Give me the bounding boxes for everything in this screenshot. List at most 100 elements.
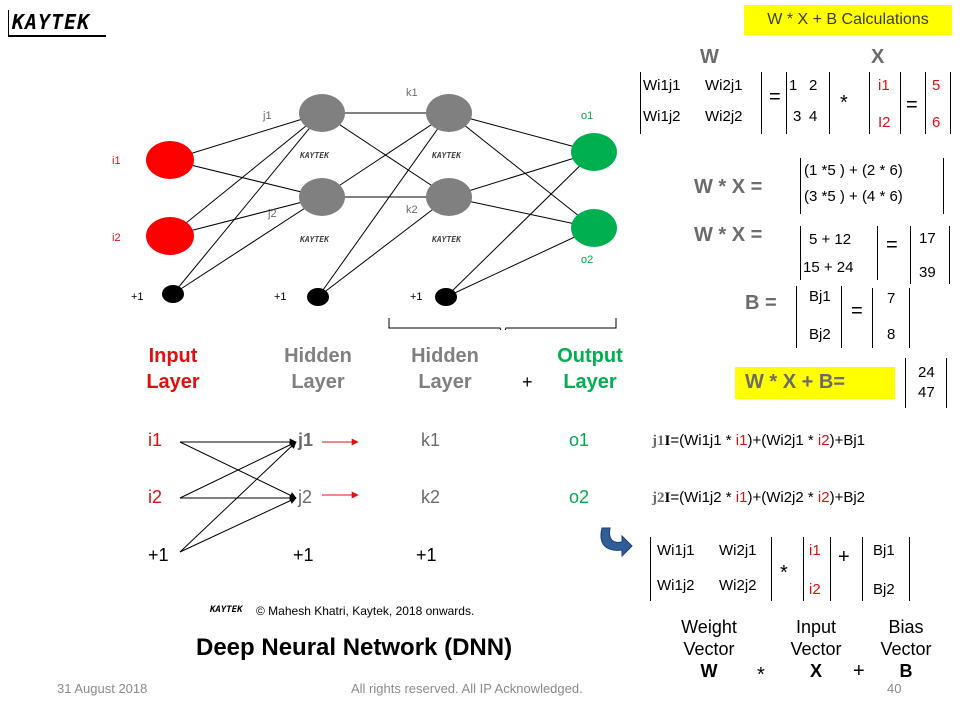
wx-expand-row1: (1 *5 ) + (2 * 6) (804, 162, 903, 179)
node-bias-input (162, 285, 184, 303)
w-val-c: 3 (793, 108, 802, 125)
node-bias-hidden2 (435, 288, 457, 306)
bx-a: i1 (809, 542, 821, 559)
j2-eq-i1: i1 (735, 489, 748, 506)
output-layer-label: Output Layer (540, 343, 640, 395)
weight-line3: W (700, 661, 718, 681)
seq-i1: i1 (148, 430, 163, 450)
page-title: Deep Neural Network (DNN) (196, 634, 513, 661)
j1-eq-i2: i2 (817, 432, 830, 449)
seq-i2: i2 (148, 487, 163, 507)
w-val-a: 1 (789, 77, 798, 94)
footer-rights: All rights reserved. All IP Acknowledged… (351, 681, 583, 696)
wx-sum-row1: 5 + 12 (809, 231, 852, 248)
bias-line1: Bias (888, 617, 924, 637)
input-layer-line1: Input (148, 345, 198, 367)
j1-eq-i1: i1 (735, 432, 748, 449)
j1-eq-i: I (664, 433, 671, 449)
j2-eq-i: I (664, 490, 671, 506)
badge-text: W * X + B Calculations (767, 11, 929, 28)
w-cell-b: Wi2j1 (705, 77, 743, 94)
network-nodes (146, 94, 617, 306)
b-label: B = (745, 292, 777, 314)
j2-eq-part2: )+(Wi2j2 * (747, 489, 818, 506)
j1-eq-prefix: j1 (652, 433, 665, 449)
b-res2: 8 (887, 326, 896, 343)
input-layer-line2: Layer (146, 371, 200, 393)
seq-bias-hidden1: +1 (293, 545, 314, 565)
network-edges (169, 112, 617, 330)
seq-bias-hidden2: +1 (416, 545, 437, 565)
w-val-d: 4 (809, 108, 818, 125)
bias-line3: B (899, 661, 913, 681)
label-i1: i1 (112, 155, 121, 167)
small-logo: KAYTEK (300, 151, 329, 160)
input-line3: X (809, 661, 822, 681)
hidden2-line2: Layer (418, 371, 472, 393)
w-cell-c: Wi1j2 (643, 108, 681, 125)
equals-sign: = (886, 234, 898, 256)
x-val-b: 6 (932, 114, 941, 131)
equals-sign: = (906, 94, 918, 116)
copyright-logo: KAYTEK (210, 605, 243, 615)
seq-j1: j1 (298, 430, 314, 450)
x-val-a: 5 (932, 77, 941, 94)
logo-text: KAYTEK (12, 10, 91, 34)
node-j1 (299, 94, 345, 132)
seq-o2: o2 (569, 487, 590, 507)
w-cell-d: Wi2j2 (705, 108, 743, 125)
sequence-connections (179, 438, 359, 553)
weight-vector-label: Weight Vector W (664, 616, 754, 682)
node-j2 (299, 178, 345, 216)
label-bias-hidden2: +1 (410, 291, 423, 303)
final-res2: 47 (918, 384, 935, 401)
multiply-sign: * (757, 664, 765, 686)
seq-k2: k2 (421, 487, 441, 507)
bottom-b-matrix: Bj1 Bj2 (862, 537, 910, 601)
label-k1: k1 (406, 87, 418, 99)
x-cell-b: I2 (878, 114, 891, 131)
bw-c: Wi1j2 (657, 577, 695, 594)
w-header: W (700, 46, 719, 68)
b-values-matrix: 7 8 (872, 288, 910, 348)
j1-eq-part2: )+(Wi2j1 * (747, 432, 818, 449)
seq-k1: k1 (421, 430, 441, 450)
plus-sign: + (838, 546, 850, 568)
seq-o1: o1 (569, 430, 590, 450)
x-values-matrix: 5 6 (925, 72, 951, 134)
wx-expand-row2: (3 *5 ) + (4 * 6) (804, 188, 903, 205)
label-j2: j2 (268, 208, 277, 220)
small-logo: KAYTEK (300, 235, 329, 244)
input-layer-label: Input Layer (123, 343, 223, 395)
input-line2: Vector (790, 639, 842, 659)
j1-eq-part3: )+Bj1 (829, 432, 866, 449)
logo-underline (7, 10, 106, 37)
equals-sign: = (769, 86, 781, 108)
kaytek-logo: KAYTEK (7, 8, 108, 38)
b-row2: Bj2 (809, 326, 831, 343)
layer-plus-sign: + (522, 372, 533, 392)
hidden1-layer-label: Hidden Layer (268, 343, 368, 395)
output-line1: Output (557, 345, 623, 367)
wx-sum-row2: 15 + 24 (803, 259, 854, 276)
input-vector-label: Input Vector X (776, 616, 856, 682)
bottom-x-matrix: i1 i2 (803, 537, 831, 601)
label-o1: o1 (581, 110, 594, 122)
node-bias-hidden1 (307, 288, 329, 306)
wx-expand-matrix: (1 *5 ) + (2 * 6) (3 *5 ) + (4 * 6) (800, 158, 944, 214)
wx-res2: 39 (919, 264, 936, 281)
bw-a: Wi1j1 (657, 542, 695, 559)
small-logo: KAYTEK (432, 235, 461, 244)
hidden1-line1: Hidden (284, 345, 352, 367)
node-k2 (426, 178, 472, 216)
wx-res1: 17 (919, 230, 936, 247)
seq-j2: j2 (298, 487, 313, 507)
equals-sign: = (851, 300, 863, 322)
j2-eq-i2: i2 (817, 489, 830, 506)
bw-d: Wi2j2 (719, 577, 757, 594)
node-o2 (571, 209, 617, 247)
bb-b: Bj2 (873, 581, 895, 598)
node-k1 (426, 94, 472, 132)
wx-sum-matrix: 5 + 12 15 + 24 (800, 226, 878, 280)
x-header: X (871, 46, 885, 68)
